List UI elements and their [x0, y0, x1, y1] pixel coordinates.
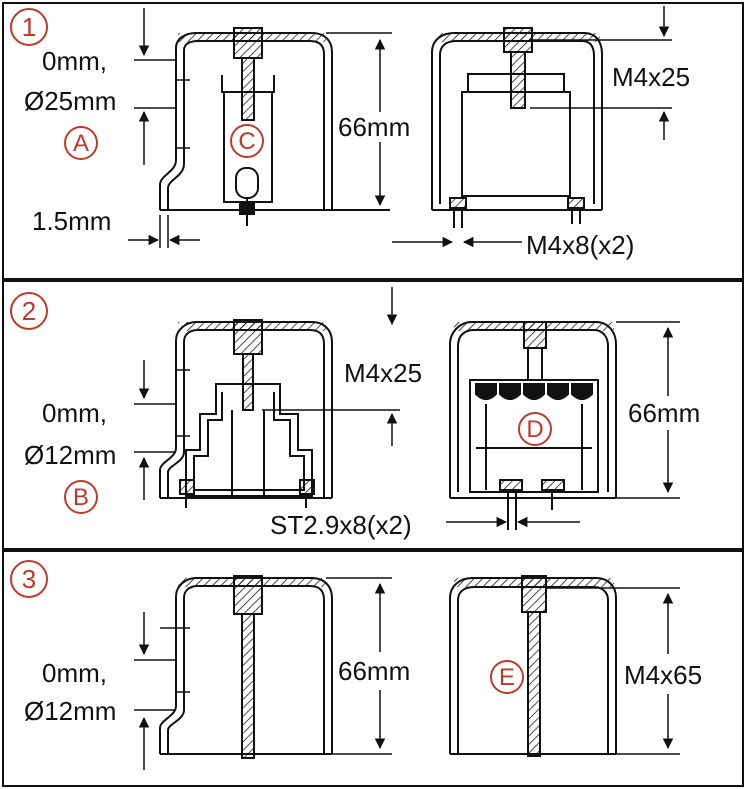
panel-1-cap-left — [159, 27, 390, 226]
panel-3-height-label: 66mm — [338, 656, 411, 686]
panel-3-cap-left — [159, 575, 333, 759]
marker-e: E — [490, 660, 524, 694]
marker-c: C — [230, 124, 264, 158]
panel-1-top-screw-label: M4x25 — [612, 62, 691, 92]
marker-a: A — [64, 126, 98, 160]
panel-1-diameter-label: Ø25mm — [24, 86, 117, 116]
panel-2-side-screw-label: ST2.9x8(x2) — [270, 510, 412, 540]
panel-3-right-dimensions — [546, 587, 680, 755]
panel-3-left-dimensions — [134, 577, 392, 770]
panel-2-cap-right — [449, 321, 617, 530]
marker-b: B — [64, 480, 98, 514]
panel-3-long-screw-label: M4x65 — [624, 660, 703, 690]
step-3-badge: 3 — [10, 560, 48, 598]
panel-3-frame — [2, 550, 744, 787]
panel-1-offset-label: 0mm, — [42, 46, 107, 76]
panel-2-offset-label: 0mm, — [42, 398, 107, 428]
step-2-badge: 2 — [10, 292, 48, 330]
panel-3-cap-right — [449, 575, 617, 757]
panel-1-height-label: 66mm — [338, 112, 411, 142]
panel-2-cap-left — [159, 319, 333, 508]
panel-2-frame — [2, 280, 744, 550]
panel-1-cap-right — [431, 27, 603, 228]
panel-1-thickness-label: 1.5mm — [32, 206, 112, 236]
step-1-badge: 1 — [10, 8, 48, 46]
panel-1-side-screw-label: M4x8(x2) — [526, 230, 635, 260]
panel-2-top-screw-label: M4x25 — [344, 358, 423, 388]
panel-3-offset-label: 0mm, — [42, 658, 107, 688]
panel-2-height-label: 66mm — [628, 398, 701, 428]
panel-2-diameter-label: Ø12mm — [24, 440, 117, 470]
panel-1-right-dimensions — [392, 6, 672, 248]
marker-d: D — [518, 412, 552, 446]
panel-2-left-dimensions — [134, 287, 400, 500]
panel-3-diameter-label: Ø12mm — [24, 696, 117, 726]
panel-1-frame — [2, 2, 744, 280]
panel-2-right-dimensions — [446, 321, 680, 528]
panel-1-left-dimensions — [128, 8, 392, 248]
